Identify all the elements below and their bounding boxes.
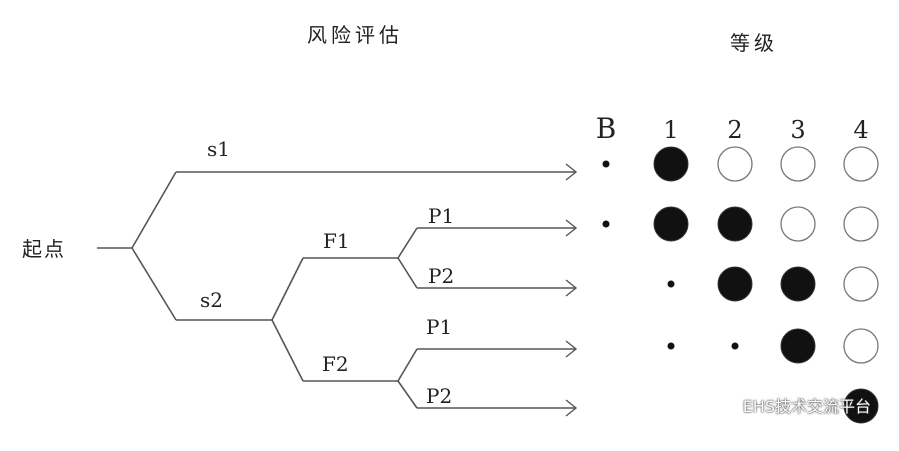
grade-mark-empty-r4-c4 [843, 328, 879, 364]
label-f2: F2 [322, 352, 349, 376]
grade-mark-filled-r2-c2 [717, 206, 753, 242]
grade-header-1: 1 [663, 116, 678, 144]
grade-mark-filled-r3-c2 [717, 266, 753, 302]
grade-mark-empty-r2-c4 [843, 206, 879, 242]
branch-s2-diagonal [131, 247, 177, 321]
label-f1-p1: P1 [428, 204, 454, 228]
grade-mark-dot-r4-c1 [667, 342, 675, 350]
arrowhead-row-1 [565, 163, 578, 181]
grade-mark-empty-r3-c4 [843, 266, 879, 302]
grade-header-4: 4 [853, 116, 868, 144]
label-f2-p1: P1 [426, 315, 452, 339]
arrowhead-row-2 [565, 219, 578, 237]
grade-mark-empty-r1-c3 [780, 146, 816, 182]
grade-mark-filled-r3-c3 [780, 266, 816, 302]
branch-f1-diagonal [271, 257, 304, 321]
grade-header-3: 3 [790, 116, 805, 144]
grade-title: 等级 [730, 31, 778, 55]
grade-mark-filled-r2-c1 [653, 206, 689, 242]
grade-mark-dot-r3-c1 [667, 280, 675, 288]
arrowhead-row-5 [565, 399, 578, 417]
grade-header-2: 2 [727, 116, 742, 144]
watermark-text: EHS技术交流平台 [742, 397, 871, 416]
grade-mark-empty-r1-c2 [717, 146, 753, 182]
label-f2-p2: P2 [426, 384, 452, 408]
branch-f1-p1-diagonal [397, 227, 418, 259]
branch-f2-diagonal [271, 319, 304, 382]
label-s2: s2 [200, 288, 223, 312]
grade-mark-filled-r4-c3 [780, 328, 816, 364]
arrowheads [565, 163, 578, 417]
grade-mark-empty-r2-c3 [780, 206, 816, 242]
arrowhead-row-4 [565, 340, 578, 358]
branch-s1-diagonal [131, 171, 177, 249]
grade-column-headers: B 1 2 3 4 [596, 112, 869, 145]
grade-mark-dot-r4-c2 [731, 342, 739, 350]
decision-tree-lines [97, 171, 575, 409]
start-point-label: 起点 [22, 237, 66, 261]
grade-mark-dot-r2-c0 [602, 220, 610, 228]
risk-assessment-title: 风险评估 [307, 23, 403, 47]
arrowhead-row-3 [565, 279, 578, 297]
label-f1: F1 [323, 229, 350, 253]
branch-f2-p1-diagonal [397, 348, 418, 382]
grade-mark-empty-r1-c4 [843, 146, 879, 182]
label-f1-p2: P2 [428, 264, 454, 288]
grade-mark-dot-r1-c0 [602, 160, 610, 168]
grade-header-B: B [596, 112, 617, 145]
grade-mark-filled-r5-c4 [843, 388, 879, 424]
grade-matrix [602, 146, 879, 424]
branch-f1-p2-diagonal [397, 257, 418, 289]
grade-mark-filled-r1-c1 [653, 146, 689, 182]
label-s1: s1 [207, 137, 230, 161]
branch-f2-p2-diagonal [397, 380, 418, 409]
